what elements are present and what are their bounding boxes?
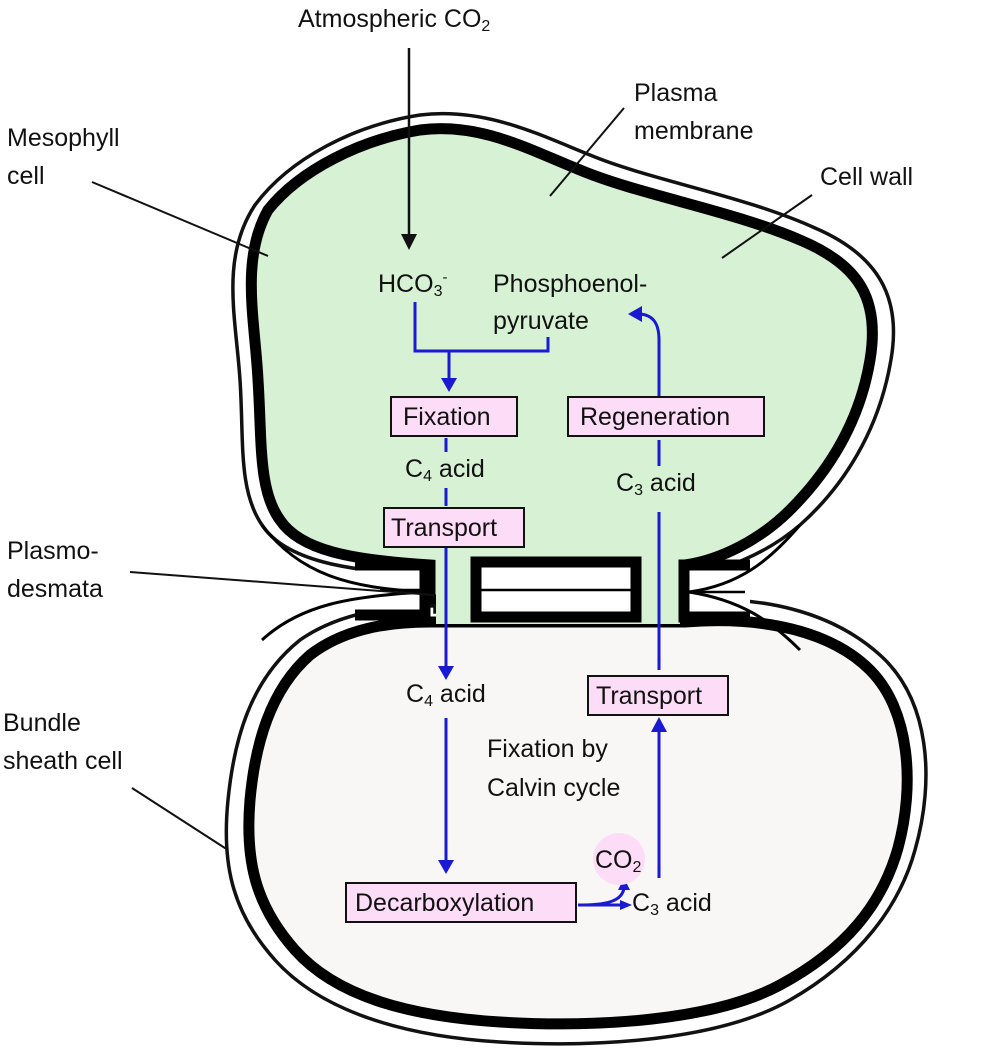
leader-mesophyll: [91, 181, 269, 257]
co2-label: CO2: [595, 846, 642, 876]
c3-acid-bundle-sheath-label: C3 acid: [632, 889, 712, 919]
plasma-membrane-label: Plasma membrane: [634, 79, 754, 145]
atmospheric-co2-label: Atmospheric CO2: [298, 5, 490, 35]
plasmodesmata: [260, 524, 802, 652]
calvin-cycle-label: Fixation by Calvin cycle: [487, 735, 620, 802]
decarboxylation-box: [345, 882, 577, 923]
bundle-sheath-cell-label: Bundle sheath cell: [3, 709, 123, 775]
mesophyll-cell: [231, 111, 896, 606]
flow-bicarbonate-pep-merge: [413, 302, 550, 353]
fixation-label: Fixation: [403, 403, 491, 431]
atmospheric-co2-arrowhead: [401, 234, 417, 250]
bundle-sheath-cell: [224, 597, 928, 1046]
arrowhead-to-fixation: [441, 378, 457, 392]
arrowhead-to-pep: [628, 306, 642, 322]
plasmodesmata-label: Plasmo- desmata: [7, 537, 106, 603]
leader-cell-wall: [721, 194, 813, 259]
decarboxylation-label: Decarboxylation: [355, 889, 534, 917]
co2-bubble: [593, 833, 645, 885]
arrowhead-to-c3-acid: [620, 900, 632, 910]
transport-box-bundle-sheath: [587, 675, 729, 716]
mesophyll-cell-label: Mesophyll cell: [7, 124, 127, 190]
pep-label: Phosphoenol- pyruvate: [493, 270, 654, 335]
fixation-box: [390, 396, 518, 437]
arrowhead-to-decarboxylation: [438, 860, 454, 874]
transport-bundle-sheath-label: Transport: [596, 682, 702, 710]
transport-mesophyll-label: Transport: [391, 514, 497, 542]
leader-plasma-membrane: [549, 107, 625, 197]
mesophyll-plasma-membrane: [245, 123, 878, 606]
regeneration-label: Regeneration: [580, 403, 730, 431]
c4-acid-mesophyll-label: C4 acid: [405, 455, 485, 485]
bicarbonate-label: HCO3-: [378, 269, 447, 300]
c3-acid-mesophyll-label: C3 acid: [616, 469, 696, 499]
transport-box-mesophyll: [383, 507, 525, 548]
cell-wall-label: Cell wall: [820, 163, 913, 191]
c4-acid-bundle-sheath-label: C4 acid: [406, 680, 486, 710]
flow-arrows: [413, 302, 667, 910]
leader-bundle-sheath: [131, 787, 229, 851]
leader-plasmodesmata: [129, 571, 435, 596]
regeneration-box: [567, 396, 765, 437]
bundle-sheath-plasma-membrane: [243, 615, 913, 1030]
arrowhead-to-c4-acid-bs: [438, 666, 454, 680]
arrowhead-to-transport-bs: [651, 717, 667, 732]
